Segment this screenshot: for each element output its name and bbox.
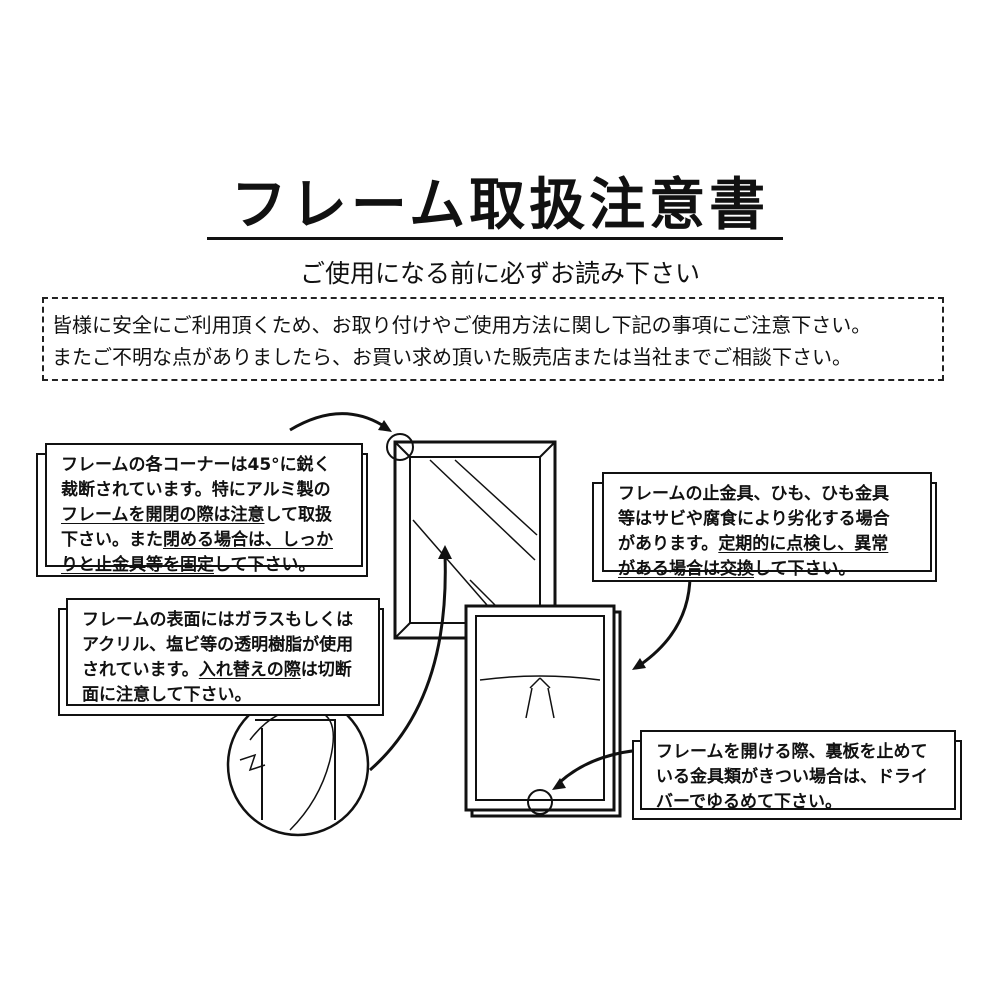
card-opening-warning: フレームを開ける際、裏板を止めている金具類がきつい場合は、ドライバーでゆるめて下… <box>640 730 956 812</box>
text: フレームの表面にはガラスもしくは <box>82 610 354 630</box>
card-line: 裁断されています。特にアルミ製の <box>61 478 361 503</box>
underlined-text: りと止金具等を固定 <box>61 555 214 575</box>
card-line: フレームを開ける際、裏板を止めて <box>656 740 954 765</box>
card-line: いる金具類がきつい場合は、ドライ <box>656 765 954 790</box>
text: 下さい。また <box>61 530 163 550</box>
hand-caution-illustration <box>226 693 370 837</box>
text: 裁断されています。特にアルミ製の <box>61 480 331 500</box>
text: して下さい。 <box>214 555 316 575</box>
text: されています。 <box>82 660 199 680</box>
arrows <box>289 412 692 784</box>
underlined-text: 入れ替えの際 <box>198 660 301 680</box>
card-surface-warning: フレームの表面にはガラスもしくはアクリル、塩ビ等の透明樹脂が使用されています。入… <box>66 598 380 706</box>
card-line: フレームを開閉の際は注意して取扱 <box>61 503 361 528</box>
card-corners-warning: フレームの各コーナーは45°に鋭く裁断されています。特にアルミ製のフレームを開閉… <box>45 443 363 575</box>
card-line: アクリル、塩ビ等の透明樹脂が使用 <box>82 633 378 658</box>
card-line: フレームの各コーナーは45°に鋭く <box>61 453 361 478</box>
notice-line: またご不明な点がありましたら、お買い求め頂いた販売店または当社までご相談下さい。 <box>52 345 852 369</box>
card-line: 等はサビや腐食により劣化する場合 <box>618 507 930 532</box>
frame-back-illustration <box>464 604 622 818</box>
text: いる金具類がきつい場合は、ドライ <box>656 767 928 787</box>
title-divider <box>207 237 783 240</box>
text: 面に注意して下さい。 <box>82 685 252 705</box>
text: して下さい。 <box>754 559 856 579</box>
card-line: がある場合は交換して下さい。 <box>618 557 930 582</box>
text: バーでゆるめて下さい。 <box>656 792 842 812</box>
text: があります。 <box>618 534 719 554</box>
card-line: フレームの表面にはガラスもしくは <box>82 608 378 633</box>
text: して取扱 <box>264 505 333 525</box>
underlined-text: フレームを開閉の際は注意 <box>61 505 265 525</box>
card-line: バーでゆるめて下さい。 <box>656 790 954 815</box>
notice-line: 皆様に安全にご利用頂くため、お取り付けやご使用方法に関し下記の事項にご注意下さい… <box>52 313 872 337</box>
text: フレームの止金具、ひも、ひも金具 <box>618 484 889 504</box>
text: 等はサビや腐食により劣化する場合 <box>618 509 890 529</box>
card-line: フレームの止金具、ひも、ひも金具 <box>618 482 930 507</box>
text: アクリル、塩ビ等の透明樹脂が使用 <box>82 635 354 655</box>
card-line: 面に注意して下さい。 <box>82 683 378 708</box>
text: は切断 <box>300 660 352 680</box>
card-hardware-warning: フレームの止金具、ひも、ひも金具等はサビや腐食により劣化する場合があります。定期… <box>602 472 932 579</box>
notice-box: 皆様に安全にご利用頂くため、お取り付けやご使用方法に関し下記の事項にご注意下さい… <box>42 297 944 381</box>
text: フレームを開ける際、裏板を止めて <box>656 742 928 762</box>
underlined-text: 定期的に点検し、異常 <box>718 534 889 554</box>
card-line: りと止金具等を固定して下さい。 <box>61 553 361 578</box>
card-line: があります。定期的に点検し、異常 <box>618 532 930 557</box>
card-line: されています。入れ替えの際は切断 <box>82 658 378 683</box>
text: フレームの各コーナーは45°に鋭く <box>61 455 331 475</box>
underlined-text: がある場合は交換 <box>618 559 754 579</box>
page-subtitle: ご使用になる前に必ずお読み下さい <box>299 259 700 288</box>
card-line: 下さい。また閉める場合は、しっか <box>61 528 361 553</box>
underlined-text: 閉める場合は、しっか <box>163 530 333 550</box>
page-title: フレーム取扱注意書 <box>230 173 770 238</box>
